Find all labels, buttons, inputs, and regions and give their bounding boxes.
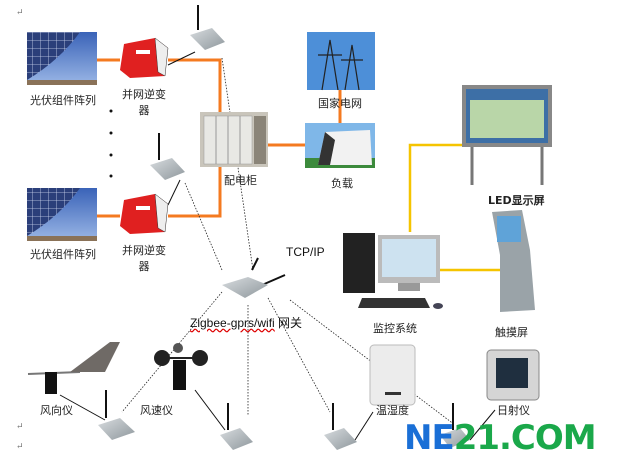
network-lines (408, 143, 500, 272)
tcp-ip-label: TCP/IP (286, 245, 325, 259)
pyranometer-label: 日射仪 (497, 404, 530, 417)
inverter-label-1: 并网逆变器 (120, 86, 168, 118)
sensor-cables (59, 51, 496, 441)
power-grid-image (307, 32, 375, 91)
pv-array-label-1: 光伏组件阵列 (30, 94, 96, 107)
inverter-label-1-line2: 器 (138, 104, 150, 117)
distribution-cabinet-label: 配电柜 (224, 174, 257, 187)
wireless-module (98, 390, 135, 440)
monitoring-computer-image (343, 233, 443, 309)
logo-ne: NE (404, 418, 455, 458)
inverter-label-2-line1: 并网逆变 (122, 244, 166, 257)
pyranometer-image (486, 349, 540, 401)
inverter-image-2 (120, 193, 169, 234)
wireless-links (121, 57, 456, 426)
pv-array-label-2: 光伏组件阵列 (30, 248, 96, 261)
ne21-watermark-logo: NE21.COM (404, 418, 597, 458)
wireless-module (440, 403, 470, 448)
gateway-label-en: Zigbee-gprs/wifi (190, 316, 275, 330)
wind-speed-label: 风速仪 (140, 404, 173, 417)
national-grid-label: 国家电网 (318, 97, 362, 110)
wireless-module (220, 403, 253, 450)
touch-screen-kiosk-image (492, 210, 535, 312)
inverter-label-1-line1: 并网逆变 (122, 88, 166, 101)
led-display-image (462, 85, 552, 185)
inverter-label-2-line2: 器 (138, 260, 150, 273)
temp-humidity-label: 温湿度 (376, 404, 409, 417)
paragraph-mark: ↵ (16, 422, 24, 432)
logo-21com: 21.COM (453, 418, 597, 458)
inverter-label-2: 并网逆变器 (120, 242, 168, 274)
wind-direction-label: 风向仪 (40, 404, 73, 417)
paragraph-mark: ↵ (16, 442, 24, 452)
inverter-image-1 (120, 37, 169, 78)
gateway-label: Zigbee-gprs/wifi 网关 (190, 314, 302, 331)
ellipsis-dots (109, 109, 113, 178)
wind-vane-image (27, 342, 120, 394)
wireless-module (324, 403, 357, 450)
solar-panel-image-2 (27, 188, 97, 241)
load-building-image (305, 123, 375, 168)
led-display-label: LED显示屏 (488, 194, 545, 207)
touch-screen-label: 触摸屏 (495, 326, 528, 339)
gateway-label-cn: 网关 (278, 316, 303, 330)
paragraph-mark: ↵ (16, 8, 24, 18)
distribution-cabinet-image (200, 112, 268, 167)
anemometer-image (154, 343, 208, 390)
gateway-image (222, 257, 286, 298)
solar-panel-image-1 (27, 32, 97, 85)
wireless-module (150, 133, 185, 180)
monitoring-system-label: 监控系统 (373, 322, 417, 335)
load-label: 负载 (331, 177, 353, 190)
temp-humidity-sensor-image (369, 344, 416, 406)
wireless-module (190, 5, 225, 50)
